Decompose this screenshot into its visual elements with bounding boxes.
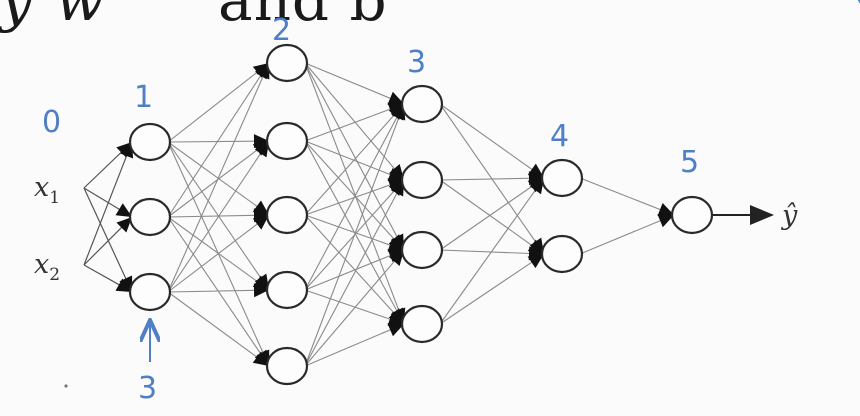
connection-edge xyxy=(304,140,405,251)
arrowhead-mark xyxy=(387,312,404,326)
arrowhead-mark xyxy=(657,202,674,217)
connection-edge xyxy=(167,214,270,293)
header-text-right: and b xyxy=(218,0,388,34)
neuron-node xyxy=(128,272,172,312)
stray-mark xyxy=(64,384,68,388)
arrowhead-mark xyxy=(116,217,132,233)
connection-edge xyxy=(439,179,545,255)
arrowhead-mark xyxy=(254,141,269,158)
connection-edge xyxy=(304,214,405,251)
layer-index-label: 3 xyxy=(407,45,426,80)
neuron-node xyxy=(400,84,444,124)
neuron-node xyxy=(265,43,309,83)
connection-edge xyxy=(304,62,405,105)
annotation-text: 3 xyxy=(138,371,157,406)
neuron-node xyxy=(128,122,172,162)
layer-index-label: 0 xyxy=(42,105,61,140)
connection-edge xyxy=(167,140,270,143)
arrowhead-mark xyxy=(252,351,269,366)
connection-edge xyxy=(304,323,405,367)
handwritten-bracket: ( xyxy=(850,0,860,8)
slide-header-fragment: y w and b ( xyxy=(0,0,860,34)
connection-edge xyxy=(439,253,545,325)
neuron-nodes xyxy=(128,43,714,386)
neuron-node xyxy=(265,346,309,386)
layer-index-label: 5 xyxy=(680,145,699,180)
neuron-node xyxy=(400,230,444,270)
arrowhead-mark xyxy=(390,180,404,197)
connection-edge xyxy=(439,177,545,251)
connection-edge xyxy=(304,103,405,216)
connection-edge xyxy=(439,103,545,179)
output-label: ŷ xyxy=(781,200,798,231)
neuron-node xyxy=(400,160,444,200)
layer-index-label: 2 xyxy=(272,13,291,48)
layer-labels: x1 x2 0 1 2 3 4 5 ŷ 3 xyxy=(34,13,798,406)
connection-edge xyxy=(304,103,405,142)
arrowhead-mark xyxy=(387,167,404,182)
arrowhead-mark xyxy=(387,238,404,252)
neuron-node xyxy=(400,304,444,344)
neuron-node xyxy=(128,197,172,237)
connection-edge xyxy=(167,291,270,367)
neuron-node xyxy=(265,270,309,310)
connection-edge xyxy=(167,62,270,218)
neuron-node xyxy=(265,121,309,161)
layer-index-label: 1 xyxy=(134,80,153,115)
connection-edge xyxy=(579,177,675,216)
connection-edge xyxy=(167,62,270,143)
arrowhead-mark xyxy=(115,278,132,292)
input-edge xyxy=(83,141,133,266)
layer-index-label: 4 xyxy=(550,119,569,154)
arrowhead-mark xyxy=(253,283,269,298)
connection-edge xyxy=(167,140,270,293)
arrowhead-mark xyxy=(529,178,544,195)
connection-edge xyxy=(439,177,545,181)
connection-edge xyxy=(439,249,545,255)
arrowhead-mark xyxy=(527,254,544,269)
connection-edge xyxy=(167,140,270,218)
arrowhead-mark xyxy=(388,234,404,250)
input-label: x1 xyxy=(34,172,60,208)
arrowhead-mark xyxy=(387,323,404,337)
input-subscript: 2 xyxy=(49,265,60,285)
connection-edge xyxy=(304,140,405,181)
connection-edge xyxy=(304,289,405,325)
connection-edge xyxy=(579,214,675,255)
connection-edge xyxy=(304,62,405,251)
neuron-node xyxy=(540,234,584,274)
connection-edge xyxy=(304,103,405,367)
arrowhead-mark xyxy=(388,250,404,266)
connection-edge xyxy=(304,179,405,367)
arrowhead-mark xyxy=(657,214,674,228)
arrowheads xyxy=(115,63,674,366)
arrowhead-mark xyxy=(387,91,404,105)
connection-edge xyxy=(439,177,545,325)
connection-edge xyxy=(304,249,405,367)
arrowhead-mark xyxy=(388,164,404,180)
input-label: x2 xyxy=(34,249,60,285)
connection-edge xyxy=(167,62,270,293)
arrowhead-mark xyxy=(115,203,132,217)
arrowhead-mark xyxy=(256,63,270,80)
connection-edge xyxy=(304,249,405,291)
connection-edge xyxy=(304,103,405,291)
neuron-node xyxy=(540,158,584,198)
neuron-node xyxy=(670,195,714,235)
arrowhead-mark xyxy=(252,215,269,230)
neuron-node xyxy=(265,195,309,235)
connection-edge xyxy=(167,289,270,293)
arrowhead-mark xyxy=(388,308,404,324)
input-subscript: 1 xyxy=(49,188,60,208)
input-edge xyxy=(83,187,133,293)
connection-edge xyxy=(304,62,405,325)
connection-edge xyxy=(304,62,405,181)
header-text-left: y w xyxy=(0,0,107,34)
